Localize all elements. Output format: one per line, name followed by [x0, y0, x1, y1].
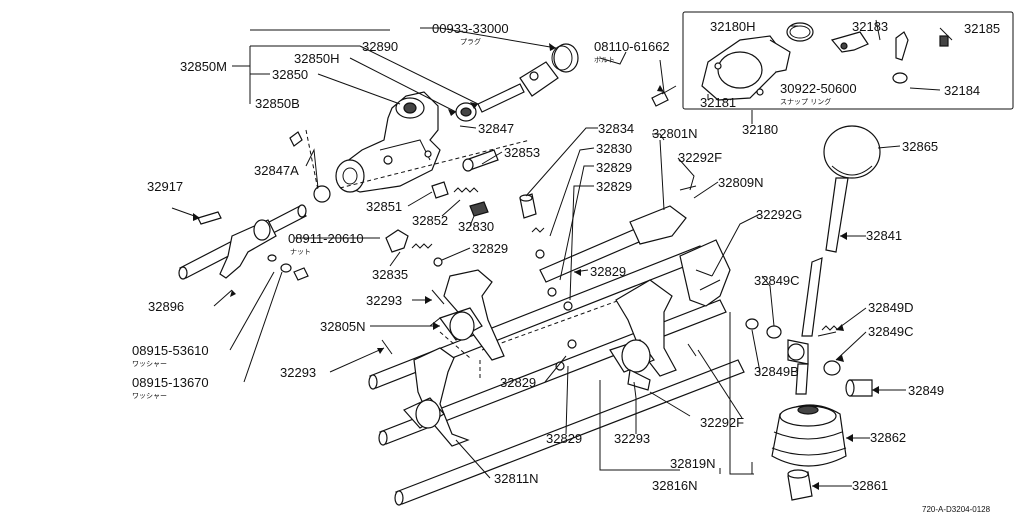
label-32865: 32865: [902, 139, 938, 154]
label-32835: 32835: [372, 267, 408, 282]
fork-32819N: [609, 239, 731, 391]
label-32849: 32849: [908, 383, 944, 398]
inset-box-32180: [682, 11, 1014, 110]
label-32805N: 32805N: [320, 319, 366, 334]
label-32819N: 32819N: [670, 456, 716, 471]
label-32829-e: 32829: [500, 375, 536, 390]
label-32862: 32862: [870, 430, 906, 445]
small-pins: [381, 185, 713, 399]
diagram-code: 720-A-D3204-0128: [922, 505, 991, 514]
label-32183: 32183: [852, 19, 888, 34]
label-30922-50600: 30922-50600: [780, 81, 857, 96]
shaft-32896: [178, 204, 307, 280]
shift-lever: [787, 125, 881, 395]
label-32849C-top: 32849C: [754, 273, 800, 288]
label-32293-c: 32293: [614, 431, 650, 446]
label-32184: 32184: [944, 83, 980, 98]
label-32847: 32847: [478, 121, 514, 136]
label-00933-33000: 00933-33000: [432, 21, 509, 36]
label-32849C: 32849C: [868, 324, 914, 339]
label-32850M: 32850M: [180, 59, 227, 74]
label-32834: 32834: [598, 121, 634, 136]
label-32829-b: 32829: [596, 179, 632, 194]
label-32851: 32851: [366, 199, 402, 214]
label-32293-b: 32293: [280, 365, 316, 380]
label-32292G: 32292G: [756, 207, 802, 222]
label-32185: 32185: [964, 21, 1000, 36]
label-32861: 32861: [852, 478, 888, 493]
labels: 32850M 32890 32850H 32850 32850B 00933-3…: [132, 19, 1000, 514]
label-32180: 32180: [742, 122, 778, 137]
label-32841: 32841: [866, 228, 902, 243]
fork-32805N: [429, 269, 505, 361]
label-08915-13670: 08915-13670: [132, 375, 209, 390]
sublabel-nut: ナット: [290, 248, 311, 256]
label-32293-a: 32293: [366, 293, 402, 308]
sublabel-washer-a: ワッシャー: [132, 360, 167, 368]
label-32180H: 32180H: [710, 19, 756, 34]
label-32849D: 32849D: [868, 300, 914, 315]
plug-32835: [385, 229, 443, 267]
washer-08915-a: [280, 263, 292, 273]
boot-32862: [771, 404, 847, 467]
label-08110-61662: 08110-61662: [594, 39, 670, 54]
label-32850H: 32850H: [294, 51, 340, 66]
plug-00933: [551, 43, 579, 73]
label-32853: 32853: [504, 145, 540, 160]
sublabel-plug: プラグ: [460, 37, 481, 46]
label-32849B: 32849B: [754, 364, 799, 379]
label-32830-b: 32830: [458, 219, 494, 234]
rod-32890: [455, 61, 559, 122]
label-32850: 32850: [272, 67, 308, 82]
label-32917: 32917: [147, 179, 183, 194]
label-32809N: 32809N: [718, 175, 764, 190]
washer-left: [313, 185, 331, 203]
bushing-32861: [787, 469, 813, 501]
label-08911-20610: 08911-20610: [288, 231, 364, 246]
label-32829-a: 32829: [596, 160, 632, 175]
leader-lines: [171, 19, 953, 487]
label-32829-c: 32829: [472, 241, 508, 256]
clip-32847A: [289, 131, 303, 147]
label-32292F: 32292F: [700, 415, 744, 430]
label-32847A: 32847A: [254, 163, 299, 178]
fork-32811N: [403, 347, 470, 447]
label-32816N: 32816N: [652, 478, 698, 493]
label-08915-53610: 08915-53610: [132, 343, 209, 358]
label-32896: 32896: [148, 299, 184, 314]
sublabel-washer-b: ワッシャー: [132, 392, 167, 400]
lever-parts-32849: [745, 318, 873, 397]
sublabel-bolt: ボルト: [594, 56, 615, 64]
detent-parts: [431, 181, 489, 217]
bolt-32834: [519, 193, 545, 259]
sublabel-snap-ring: スナップ リング: [780, 97, 831, 106]
dashed-guides: [305, 129, 621, 380]
arrow-heads: [193, 43, 879, 490]
pin-32917: [197, 211, 222, 225]
bolt-08110: [651, 85, 677, 107]
pin-32847: [462, 149, 499, 172]
label-32811N: 32811N: [494, 471, 539, 486]
housing-32850: [335, 91, 441, 193]
label-32852: 32852: [412, 213, 448, 228]
label-32850B: 32850B: [255, 96, 300, 111]
label-32292F-top: 32292F: [678, 150, 722, 165]
nut-left: [293, 267, 309, 281]
label-32801N: 32801N: [652, 126, 698, 141]
label-32829-f: 32829: [546, 431, 582, 446]
label-32890: 32890: [362, 39, 398, 54]
label-32829-d: 32829: [590, 264, 626, 279]
label-32830-a: 32830: [596, 141, 632, 156]
label-32181: 32181: [700, 95, 736, 110]
